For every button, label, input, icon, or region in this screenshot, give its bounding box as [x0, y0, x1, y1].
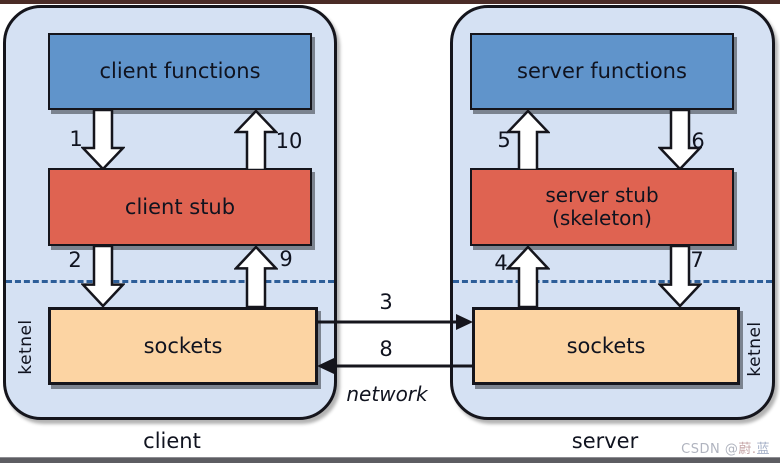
server-stub-label-line1: server stub — [545, 183, 659, 207]
arrow-down-step2-icon — [81, 246, 125, 307]
bottom-border-line — [0, 457, 780, 463]
step-number-10: 10 — [275, 129, 303, 153]
arrow-up-step10-icon — [234, 110, 278, 170]
client-sockets-label: sockets — [143, 333, 223, 358]
step-number-6: 6 — [691, 129, 705, 153]
watermark-prefix: CSDN @ — [681, 442, 739, 457]
arrow-down-step6-icon — [658, 110, 702, 170]
step-number-2: 2 — [68, 248, 82, 272]
server-functions-label: server functions — [517, 59, 687, 83]
server-functions-box: server functions — [470, 33, 734, 110]
step-number-9: 9 — [279, 247, 293, 271]
arrow-down-step7-icon — [658, 246, 702, 307]
top-border-line — [0, 0, 780, 4]
server-machine-label: server — [571, 429, 639, 453]
server-kernel-boundary-dashed-line — [453, 280, 772, 283]
arrow-up-step5-icon — [506, 110, 550, 170]
network-label: network — [346, 382, 428, 406]
server-stub-label-line2: (skeleton) — [552, 206, 652, 230]
server-sockets-label: sockets — [566, 333, 646, 358]
watermark-name-part1: 蔚. — [738, 442, 757, 457]
client-sockets-box: sockets — [48, 307, 318, 385]
step-number-4: 4 — [494, 251, 508, 275]
step-number-3: 3 — [379, 290, 393, 314]
step-number-7: 7 — [690, 248, 704, 272]
client-functions-box: client functions — [48, 33, 312, 110]
arrow-up-step9-icon — [234, 246, 278, 307]
arrow-right-step3-icon — [318, 314, 473, 330]
client-stub-label: client stub — [124, 194, 236, 219]
step-number-1: 1 — [69, 127, 83, 151]
client-stub-box: client stub — [48, 168, 312, 246]
step-number-5: 5 — [497, 128, 511, 152]
arrow-left-step8-icon — [317, 358, 473, 374]
arrow-down-step1-icon — [81, 110, 125, 170]
arrow-up-step4-icon — [506, 246, 550, 307]
server-kernel-label: ketnel — [745, 321, 765, 377]
server-stub-box: server stub (skeleton) — [470, 168, 734, 246]
watermark-name-part2: 蓝 — [756, 442, 770, 457]
client-kernel-boundary-dashed-line — [6, 280, 334, 283]
client-machine-label: client — [143, 429, 201, 453]
server-sockets-box: sockets — [472, 307, 740, 385]
step-number-8: 8 — [379, 337, 393, 361]
csdn-watermark: CSDN @蔚.蓝 — [681, 438, 770, 457]
client-kernel-label: ketnel — [16, 319, 36, 375]
client-functions-label: client functions — [99, 59, 261, 83]
